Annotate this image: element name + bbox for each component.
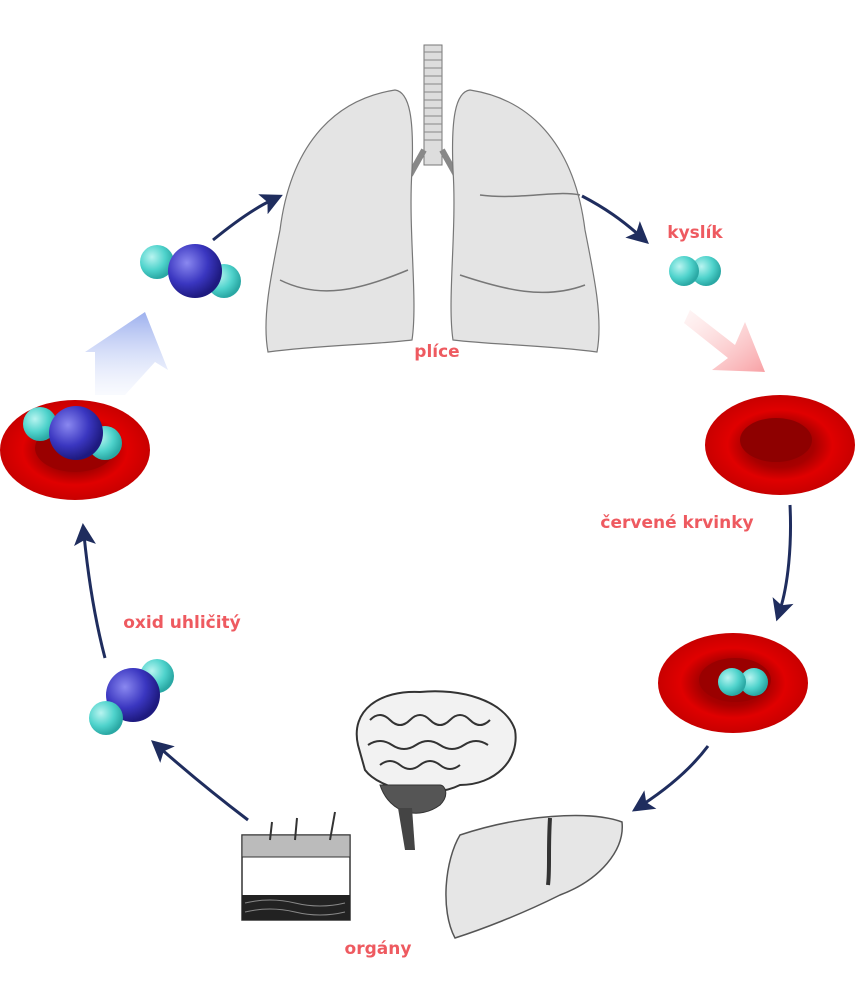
carbon-dioxide-molecule-top xyxy=(140,244,241,298)
blue-arrow-icon xyxy=(85,312,168,395)
liver-illustration xyxy=(445,814,623,939)
arrow-lungs-to-oxygen xyxy=(581,194,649,244)
carbon-dioxide-red-blood-cell xyxy=(0,400,150,500)
oxygen-molecule xyxy=(669,256,721,286)
arrow-cell-to-organs xyxy=(631,745,710,812)
label-carbon-dioxide: oxid uhličitý xyxy=(123,613,241,633)
brain-illustration xyxy=(355,690,517,850)
carbon-dioxide-molecule xyxy=(89,659,174,735)
arrow-co2-to-cell xyxy=(74,523,107,659)
pink-arrow-icon xyxy=(684,310,765,372)
oxygenated-red-blood-cell xyxy=(658,633,808,733)
skin-illustration xyxy=(241,811,351,921)
red-blood-cell xyxy=(705,395,855,495)
arrow-organs-to-co2 xyxy=(150,740,249,822)
label-red-blood-cells: červené krvinky xyxy=(600,513,753,533)
arrow-co2-to-lungs xyxy=(212,194,283,242)
lungs-illustration xyxy=(265,44,600,353)
label-oxygen: kyslík xyxy=(667,223,723,243)
arrow-cell-to-oxygenated-cell xyxy=(772,504,794,622)
label-organs: orgány xyxy=(345,939,412,959)
label-lungs: plíce xyxy=(414,342,459,362)
